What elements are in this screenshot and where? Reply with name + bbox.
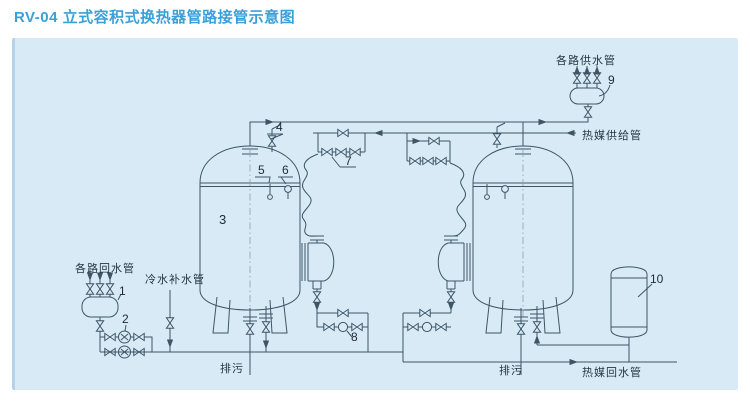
flex-hose-2: [449, 162, 467, 237]
label-cold-makeup: 冷水补水管: [145, 274, 205, 286]
heat-return-valve-group-8b: [402, 308, 451, 362]
label-return-header: 各路回水管: [75, 263, 135, 275]
heat-supply-valve-group-7b: [406, 133, 467, 237]
callout-8: 8: [351, 330, 358, 344]
heat-return-valve-group-8a: [316, 308, 369, 352]
callout-2: 2: [122, 312, 129, 326]
callout-3: 3: [219, 212, 227, 227]
callout-6: 6: [282, 163, 289, 177]
page-title: RV-04 立式容积式换热器管路接管示意图: [14, 9, 296, 26]
label-blowdown-right: 排污: [499, 365, 523, 377]
heat-exchanger-tank-2: [472, 122, 574, 334]
side-heater-drum-1: [301, 235, 335, 313]
valve-icon: [337, 128, 349, 138]
pump-group-2: [100, 324, 153, 359]
label-supply-header: 各路供水管: [556, 55, 616, 67]
callout-10: 10: [650, 272, 664, 286]
label-heat-return: 热媒回水管: [582, 367, 642, 379]
callout-5: 5: [258, 163, 265, 177]
valve-icon: [583, 106, 593, 118]
callout-7: 7: [345, 154, 352, 168]
flow-arrow-left-icon: [566, 129, 575, 137]
flow-arrow-right-icon: [569, 358, 578, 366]
diagram-panel: [12, 38, 738, 390]
callout-9: 9: [608, 73, 615, 87]
tank2-bottom-nozzles: [514, 306, 544, 375]
expansion-tank-10: [610, 266, 653, 362]
label-heat-supply: 热媒供给管: [582, 130, 642, 142]
return-manifold-1: [81, 272, 122, 352]
flow-arrow-left-icon: [374, 129, 383, 137]
supply-manifold-9: [569, 66, 611, 105]
heat-exchanger-tank-1: [199, 124, 301, 334]
cold-makeup-pipe: [165, 290, 175, 352]
flex-hose-1: [301, 153, 319, 237]
side-heater-drum-2: [437, 235, 471, 313]
flow-arrow-right-icon: [265, 118, 274, 126]
heat-supply-valve-group-7: [301, 133, 366, 237]
callout-1: 1: [119, 284, 126, 298]
tank1-bottom-nozzles: [243, 306, 273, 375]
callout-4: 4: [276, 120, 283, 134]
flow-arrow-right-icon: [538, 118, 547, 126]
label-blowdown-left: 排污: [220, 363, 244, 375]
top-pipes: [249, 104, 589, 146]
